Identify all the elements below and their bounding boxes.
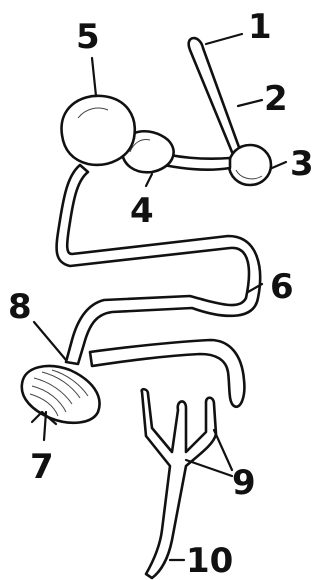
label-5: 5 (76, 17, 100, 57)
leader-4 (146, 174, 152, 186)
label-9: 9 (232, 463, 256, 503)
leader-2 (238, 100, 262, 106)
leader-9b (214, 430, 232, 470)
leader-3 (272, 162, 286, 168)
leader-1 (206, 34, 242, 44)
leader-5 (92, 58, 96, 96)
lower-loop (90, 340, 244, 407)
label-1: 1 (248, 7, 272, 47)
leader-7a (32, 412, 42, 422)
label-3: 3 (290, 144, 314, 184)
label-2: 2 (264, 79, 288, 119)
number-labels: 1 2 3 4 5 6 7 8 9 10 (8, 7, 314, 580)
upper-stalk (189, 38, 241, 157)
large-bulb-5 (62, 96, 135, 165)
leader-9a (186, 460, 232, 476)
label-4: 4 (130, 191, 154, 231)
oval-sac-7 (22, 366, 100, 423)
label-6: 6 (270, 267, 294, 307)
coiled-tube-6 (57, 165, 261, 364)
label-10: 10 (186, 541, 233, 580)
label-8: 8 (8, 287, 32, 327)
leader-8 (34, 322, 66, 360)
label-7: 7 (30, 447, 54, 487)
